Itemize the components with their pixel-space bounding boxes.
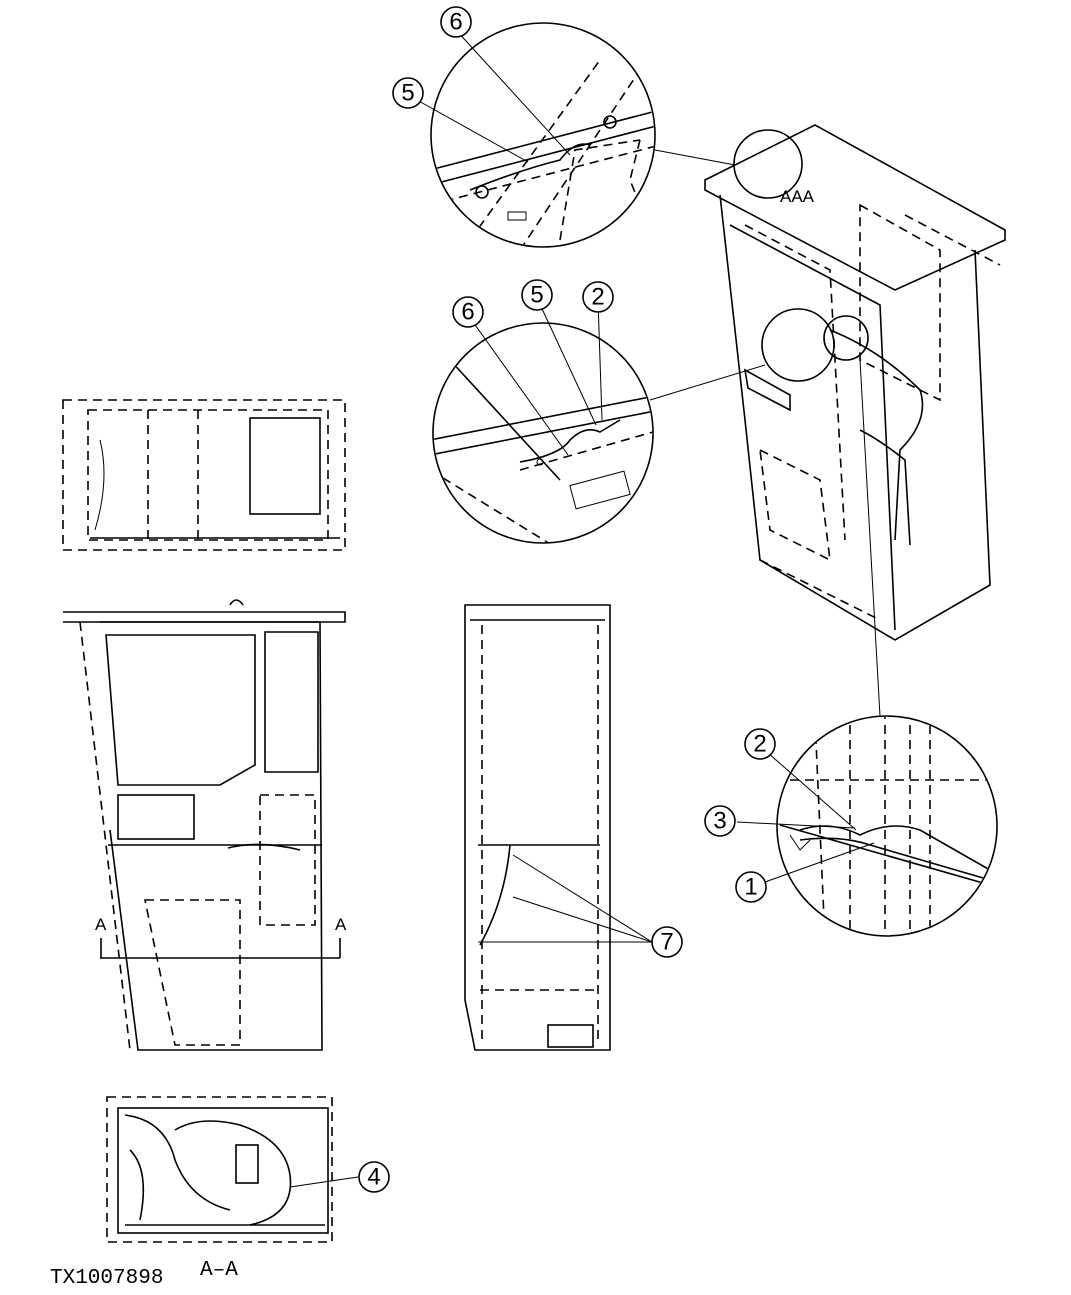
cab-front-view: A A — [63, 599, 347, 1051]
cab-isometric: AAA — [704, 124, 1006, 641]
callout-5-top: 5 — [392, 77, 424, 109]
svg-text:3: 3 — [713, 808, 726, 835]
callout-4-section: 4 — [358, 1161, 390, 1193]
svg-text:1: 1 — [744, 874, 757, 901]
svg-text:5: 5 — [401, 80, 414, 107]
section-view — [106, 1096, 333, 1243]
leader-lower — [859, 359, 881, 717]
svg-text:6: 6 — [449, 9, 462, 36]
detail-middle — [432, 322, 654, 544]
aaa-mark: AAA — [780, 187, 815, 206]
callout-7-side: 7 — [651, 926, 683, 958]
detail-lower — [776, 715, 998, 937]
svg-text:4: 4 — [367, 1164, 380, 1191]
cab-side-view — [464, 604, 611, 1051]
svg-text:7: 7 — [660, 929, 673, 956]
cab-top-view — [62, 399, 346, 551]
svg-text:2: 2 — [753, 731, 766, 758]
callout-6-middle: 6 — [452, 296, 484, 328]
section-label: A–A — [200, 1259, 238, 1282]
callout-2-middle: 2 — [582, 281, 614, 313]
leader-top — [654, 149, 736, 166]
svg-text:6: 6 — [461, 299, 474, 326]
detail-top — [430, 22, 656, 248]
callout-3-lower: 3 — [704, 805, 736, 837]
callout-6-top: 6 — [440, 6, 472, 38]
svg-text:5: 5 — [530, 282, 543, 309]
figure-id: TX1007898 — [50, 1267, 163, 1290]
section-mark-left: A — [95, 915, 107, 934]
svg-text:2: 2 — [591, 284, 604, 311]
callout-2-lower: 2 — [744, 728, 776, 760]
section-mark-right: A — [335, 915, 347, 934]
callout-5-middle: 5 — [521, 279, 553, 311]
leader-middle — [649, 364, 766, 401]
leaders — [289, 29, 875, 1188]
callout-1-lower: 1 — [735, 871, 767, 903]
